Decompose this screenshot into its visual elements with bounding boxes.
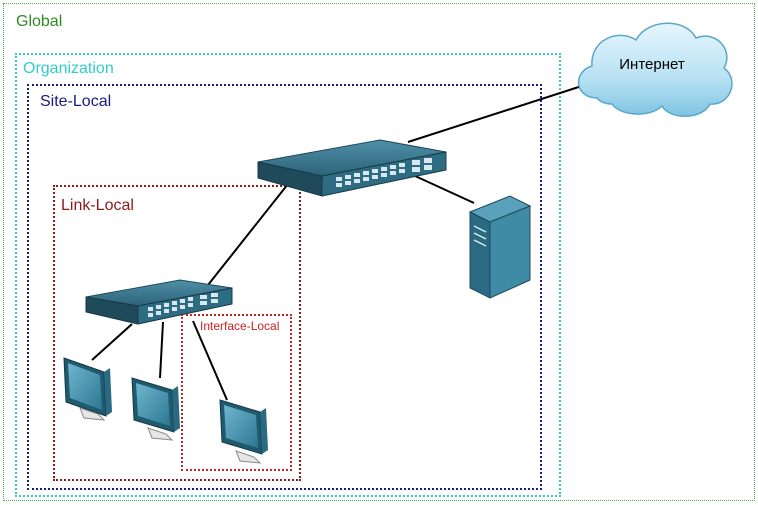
- link-local-label: Link-Local: [61, 197, 134, 214]
- link-core-internet: [407, 83, 589, 143]
- monitor-icon: [131, 377, 180, 441]
- site-local-zone: Site-Local: [27, 84, 542, 490]
- core-switch-icon: [257, 139, 447, 197]
- access-switch-icon: [85, 279, 233, 325]
- global-label: Global: [16, 13, 63, 30]
- cloud-icon: [577, 22, 733, 117]
- link-access-pc1: [91, 323, 133, 361]
- interface-local-zone: Interface-Local: [181, 314, 292, 471]
- monitor-icon: [63, 357, 112, 421]
- organization-zone: Organization: [15, 53, 561, 497]
- link-core-access: [207, 183, 289, 286]
- monitor-icon: [219, 399, 268, 464]
- link-access-pc2: [159, 321, 164, 379]
- link-local-zone: Link-Local: [53, 185, 301, 481]
- interface-local-label: Interface-Local: [200, 319, 280, 333]
- link-access-pc3: [192, 320, 228, 401]
- global-zone: Global: [3, 3, 755, 501]
- organization-label: Organization: [23, 60, 114, 77]
- site-local-label: Site-Local: [40, 93, 112, 110]
- server-icon: [468, 195, 532, 299]
- internet-label: Интернет: [619, 56, 685, 73]
